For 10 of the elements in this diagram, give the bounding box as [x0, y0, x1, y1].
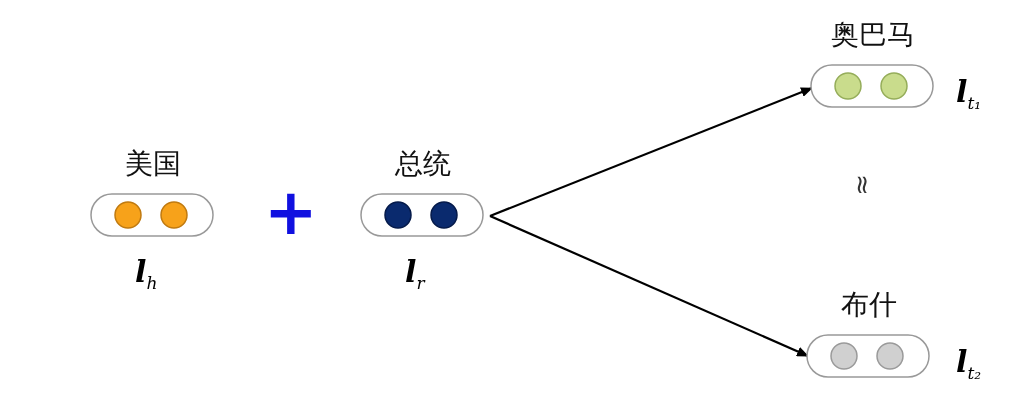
plus-sign: +	[264, 180, 318, 244]
approx-sign: ≈	[849, 174, 876, 196]
vector-symbol: l$_{t₁}$	[956, 74, 982, 113]
vector-symbol: l$_{r}$	[405, 254, 425, 293]
vector-symbol: l$_{h}$	[135, 254, 158, 293]
vector-symbol: l$_{t₂}$	[956, 344, 982, 383]
node-heading: 总统	[394, 146, 452, 182]
node-heading: 布什	[840, 287, 898, 323]
node-heading: 美国	[124, 146, 182, 182]
node-heading: 奥巴马	[830, 17, 916, 53]
